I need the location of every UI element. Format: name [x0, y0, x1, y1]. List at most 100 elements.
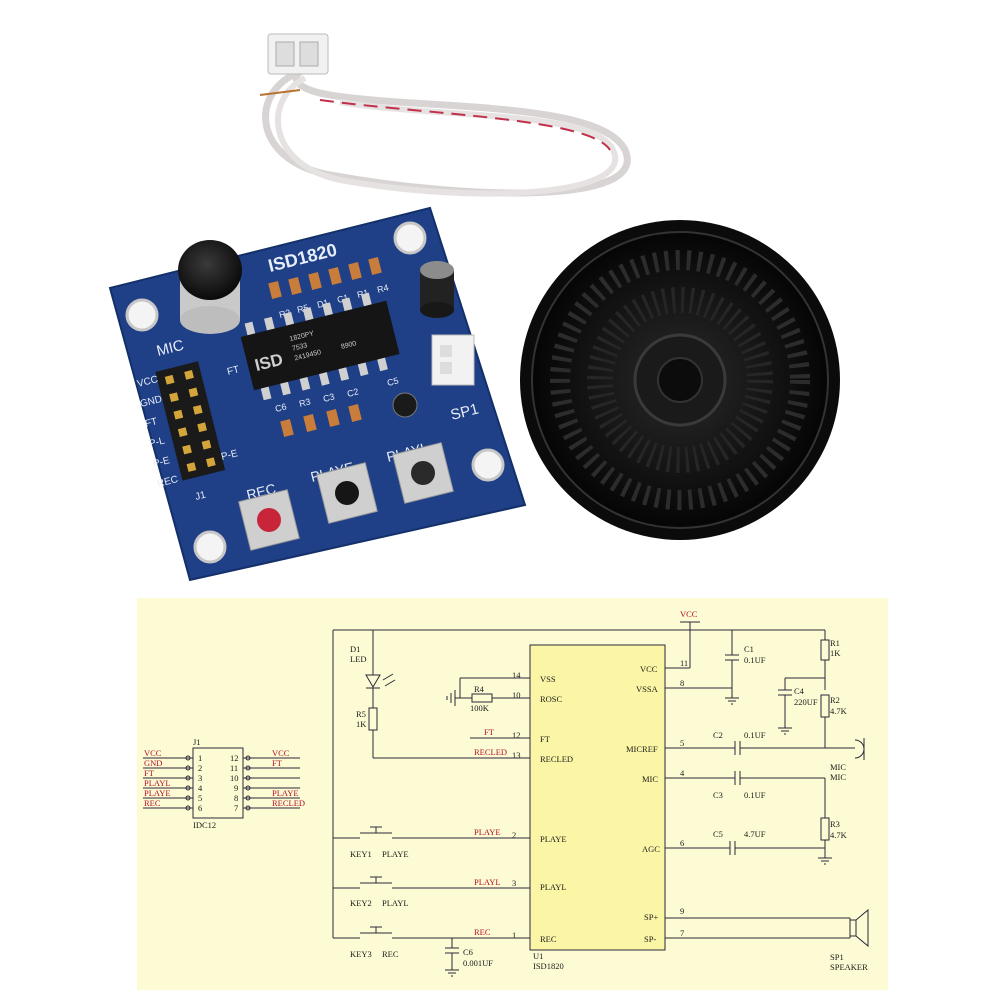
u1-label: U1	[533, 951, 543, 961]
key2-switch	[333, 876, 530, 889]
chip-mark: 7533	[291, 342, 308, 353]
key3-name: REC	[382, 949, 399, 959]
sp1-label: SP1	[830, 952, 844, 962]
ic-pin-number: 7	[680, 928, 684, 938]
j1-label: J1	[193, 737, 201, 747]
ic-pin-label: RECLED	[540, 754, 573, 764]
j1-right-label: RECLED	[272, 798, 305, 808]
resistor-r5	[368, 707, 378, 731]
c1-value: 0.1UF	[744, 655, 766, 665]
button-bus	[332, 629, 373, 938]
sp1-label: SP1	[449, 401, 481, 424]
playe-button	[316, 462, 378, 524]
pin-label: VCC	[136, 374, 159, 390]
part-label: C3	[322, 391, 336, 403]
ic-pin-number: 1	[512, 930, 516, 940]
r5-label: R5	[356, 709, 366, 719]
led-d1	[365, 630, 396, 708]
ic-pin-number: 4	[680, 768, 685, 778]
ic-pin-number: 14	[512, 670, 521, 680]
r4-value: 100K	[470, 703, 490, 713]
u1-part: ISD1820	[533, 961, 564, 971]
pe-label: P-E	[220, 448, 239, 463]
ic-pin-number: 10	[512, 690, 521, 700]
d1-label: D1	[350, 644, 360, 654]
net-recled: RECLED	[474, 747, 507, 757]
ic-pin-label: PLAYE	[540, 834, 567, 844]
connector-j1	[192, 747, 244, 819]
r4-label: R4	[474, 684, 485, 694]
mic-label: MIC	[830, 772, 846, 782]
resistor-r3	[818, 778, 832, 865]
r5-value: 1K	[356, 719, 367, 729]
capacitor-c5	[392, 392, 418, 418]
speaker	[520, 220, 840, 540]
net-playe: PLAYE	[474, 827, 501, 837]
capacitor-c3	[665, 771, 825, 785]
ic-pin-label: MICREF	[626, 744, 658, 754]
ic-pin-label: AGC	[642, 844, 660, 854]
ic-pin-label: MIC	[642, 774, 658, 784]
net-rec: REC	[474, 927, 491, 937]
r3-value: 4.7K	[830, 830, 848, 840]
header-pin-labels: VCC GND FT P-L P-E REC	[136, 374, 179, 490]
mic-label: MIC	[830, 762, 846, 772]
j1-left-label: PLAYE	[144, 788, 171, 798]
schematic-background	[137, 598, 888, 990]
j1-pin-number: 10	[230, 773, 239, 783]
ic-pin-label: SP+	[644, 912, 658, 922]
ic-u1	[529, 644, 666, 951]
ic-pin-label: VSSA	[636, 684, 659, 694]
j1-pin-number: 5	[198, 793, 202, 803]
j1-pin-number: 9	[234, 783, 238, 793]
capacitor-c4	[420, 261, 454, 318]
c6-label: C6	[463, 947, 473, 957]
ic-pin-number: 5	[680, 738, 684, 748]
c3-value: 0.1UF	[744, 790, 766, 800]
mount-hole	[471, 448, 505, 482]
ic-pin-number: 6	[680, 838, 684, 848]
j1-pin-number: 12	[230, 753, 239, 763]
j1-pin-number: 11	[230, 763, 238, 773]
ic-pin-number: 2	[512, 830, 516, 840]
j1-right-label: FT	[272, 758, 283, 768]
j1-pin-number: 3	[198, 773, 202, 783]
r2-label: R2	[830, 695, 840, 705]
resistor-r1	[820, 630, 830, 690]
j1-label: J1	[194, 490, 207, 503]
vcc-label: VCC	[680, 609, 698, 619]
playl-button	[392, 442, 454, 504]
c4-value: 220UF	[794, 697, 818, 707]
pin-label: GND	[139, 394, 163, 410]
part-label: C5	[386, 375, 400, 387]
j1-left-label: GND	[144, 758, 162, 768]
pin-header	[155, 361, 226, 481]
mount-hole	[125, 298, 159, 332]
ic-pin-label: FT	[540, 734, 551, 744]
c4-label: C4	[794, 686, 805, 696]
c3-label: C3	[713, 790, 723, 800]
key3-switch	[333, 926, 530, 939]
pin-label: REC	[156, 474, 179, 490]
net-ft: FT	[484, 727, 495, 737]
j1-left-label: VCC	[144, 748, 162, 758]
r2-value: 4.7K	[830, 706, 848, 716]
product-photo: ISD1820 R2 R5 D1 C1 R1 R4 C6 R3 C3 C2 C5	[108, 33, 840, 582]
ic-pin-label: VSS	[540, 674, 556, 684]
r1-label: R1	[830, 638, 840, 648]
key1-name: PLAYE	[382, 849, 409, 859]
j1-pin-number: 8	[234, 793, 238, 803]
mount-hole	[193, 530, 227, 564]
c5-label: C5	[713, 829, 723, 839]
j1-pin-number: 7	[234, 803, 238, 813]
ic-pin-number: 9	[680, 906, 684, 916]
j1-pin-number: 1	[198, 753, 202, 763]
capacitor-c6	[445, 938, 459, 977]
speaker-label: SPEAKER	[830, 962, 868, 972]
j1-part: IDC12	[193, 820, 216, 830]
j1-left-label: REC	[144, 798, 161, 808]
net-playl: PLAYL	[474, 877, 501, 887]
capacitor-c2	[665, 741, 850, 755]
ic-pin-label: VCC	[640, 664, 658, 674]
isd1820-board: ISD1820 R2 R5 D1 C1 R1 R4 C6 R3 C3 C2 C5	[108, 206, 527, 582]
